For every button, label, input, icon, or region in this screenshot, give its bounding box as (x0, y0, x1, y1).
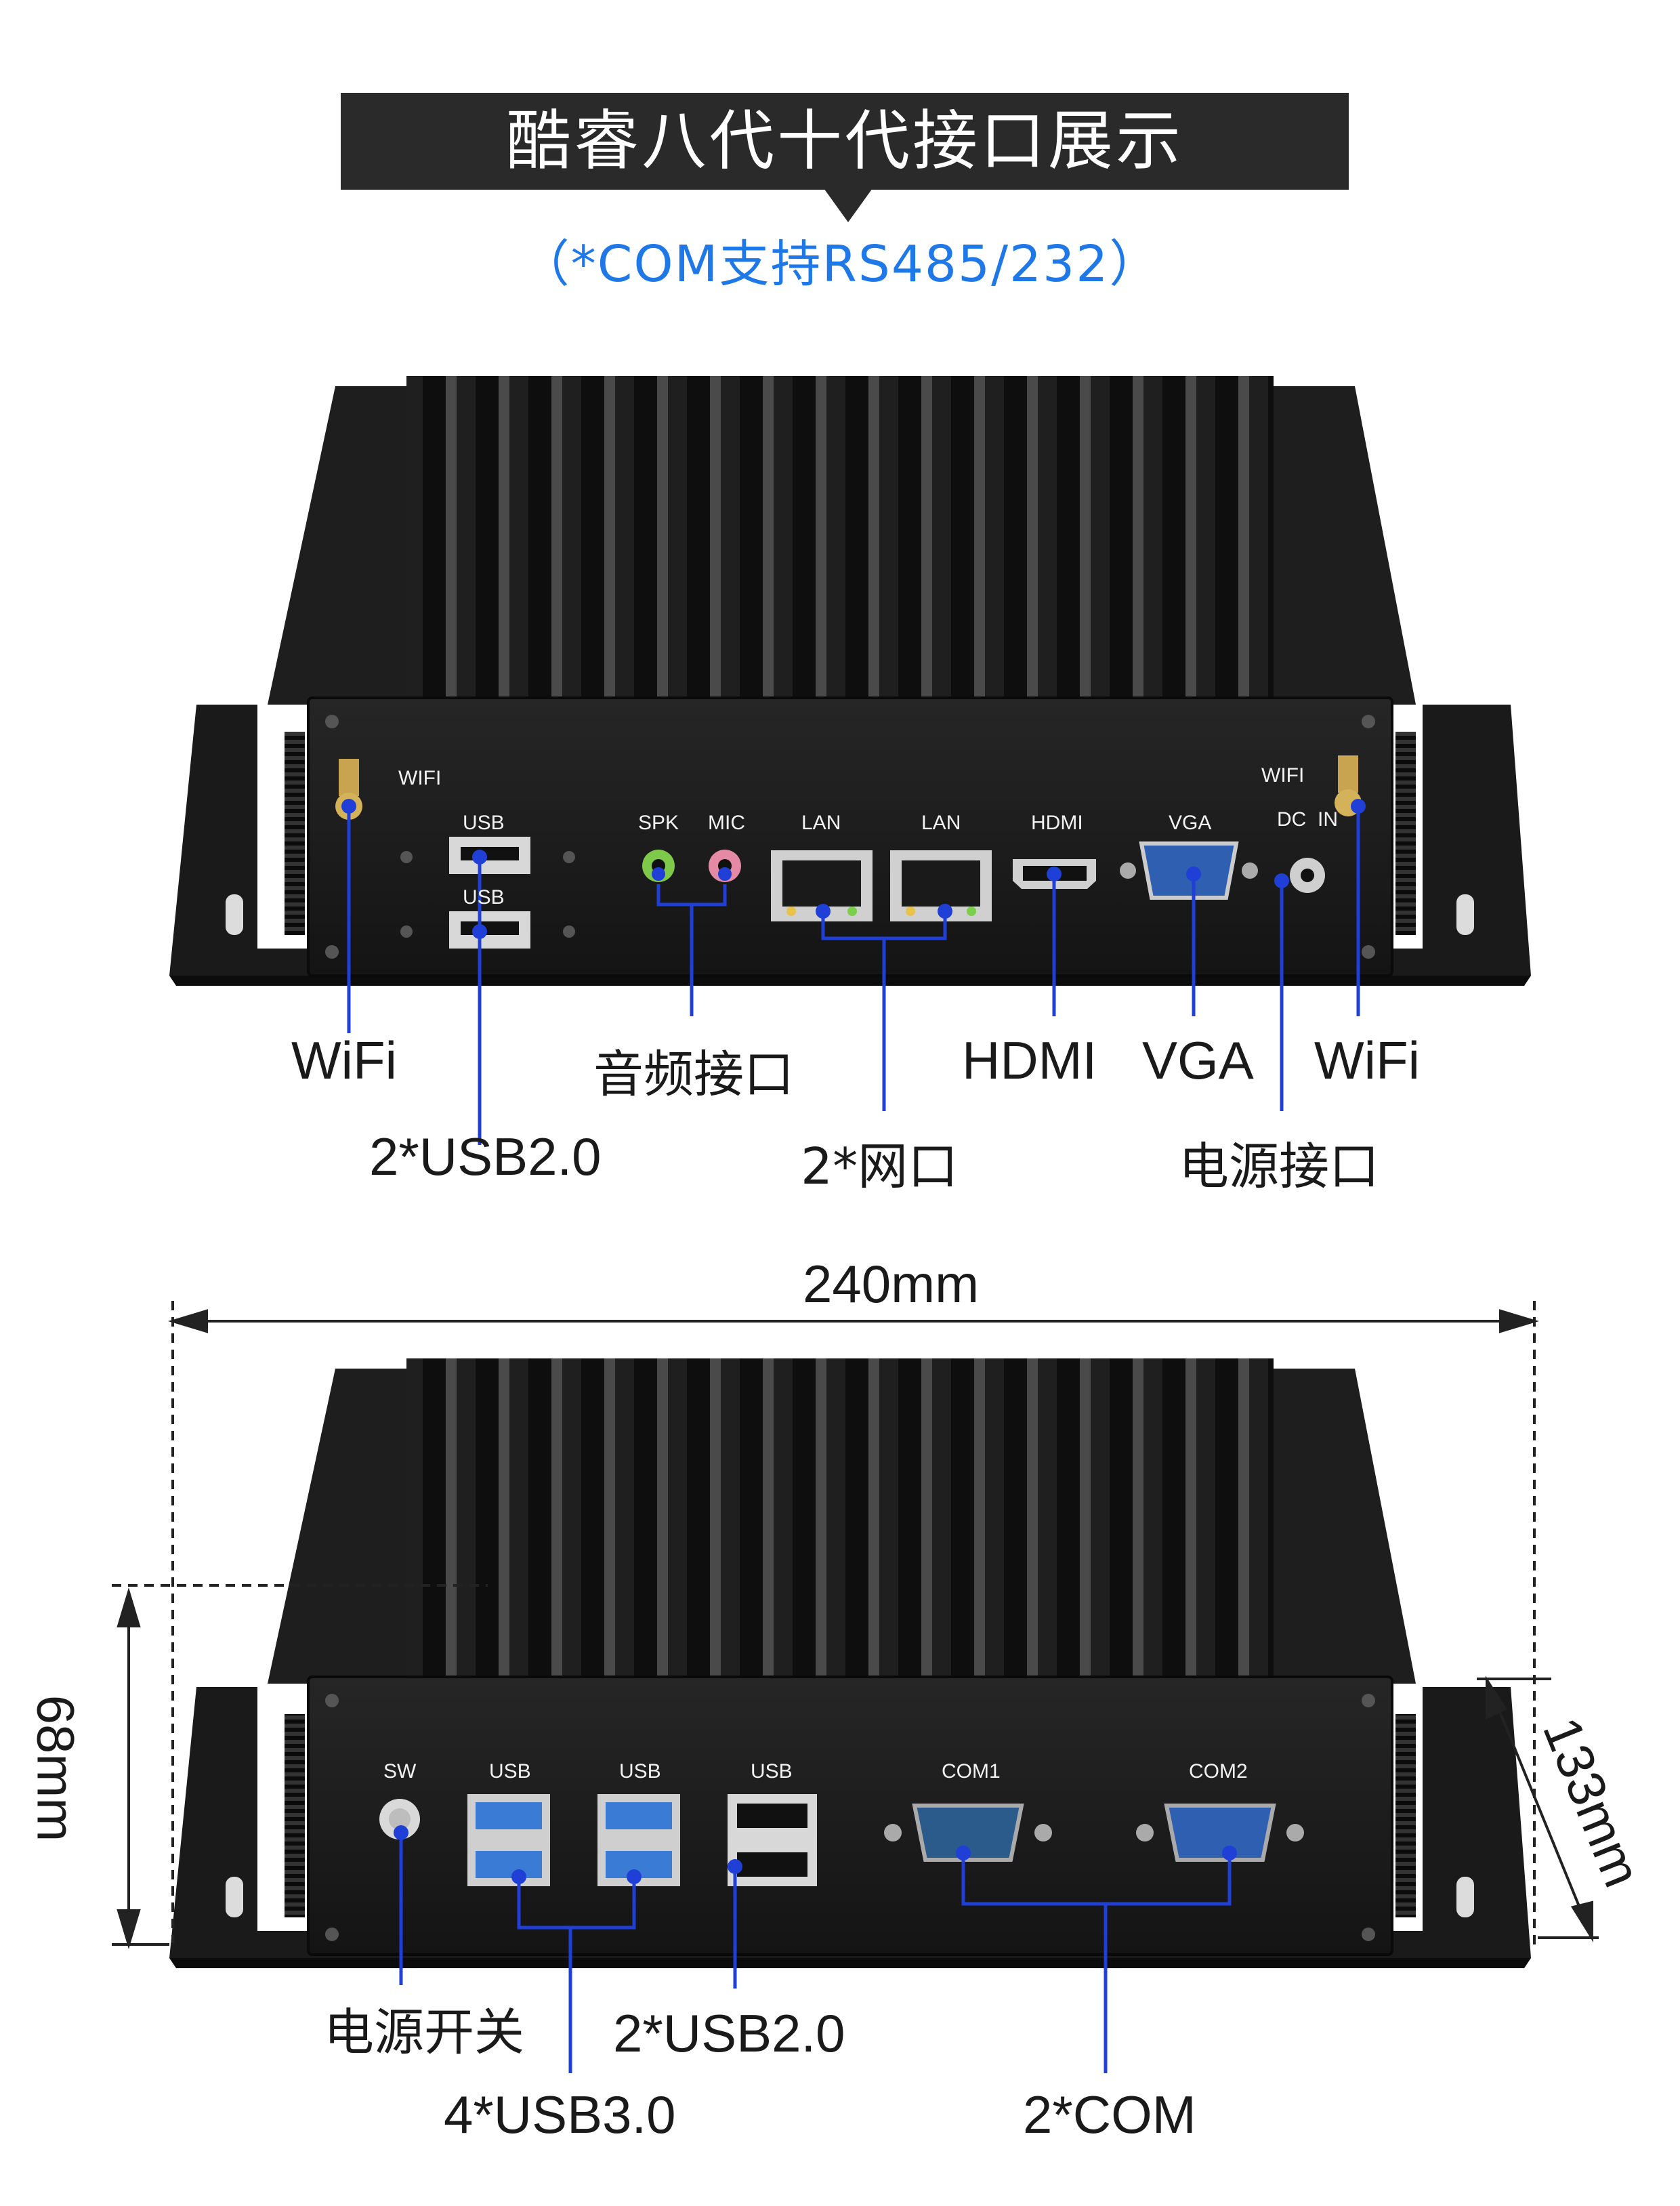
callout-power-switch: 电源开关 (324, 2003, 524, 2062)
port-label-mic: MIC (708, 812, 745, 834)
title-pointer (824, 188, 873, 222)
front-callout-lines (347, 806, 1360, 1145)
port-label-usb-1: USB (489, 1760, 531, 1783)
callout-power-port: 电源接口 (1179, 1138, 1379, 1196)
page-subtitle: （*COM支持RS485/232） (519, 235, 1161, 293)
port-label-lan-2: LAN (921, 812, 961, 834)
port-label-lan-1: LAN (801, 812, 841, 834)
port-label-wifi-left: WIFI (398, 767, 442, 789)
dimension-height: 68mm (26, 1694, 86, 1842)
port-label-vga: VGA (1169, 812, 1212, 834)
callout-com: 2*COM (1023, 2085, 1196, 2144)
port-label-usb-3: USB (751, 1760, 793, 1783)
dimension-width: 240mm (803, 1254, 980, 1314)
callout-audio: 音频接口 (593, 1045, 794, 1104)
callout-usb20-back: 2*USB2.0 (613, 2003, 845, 2063)
port-label-sw: SW (383, 1760, 417, 1783)
callout-lan: 2*网口 (801, 1138, 959, 1196)
front-callout-dots (341, 799, 1366, 939)
port-label-com1: COM1 (942, 1760, 1001, 1783)
back-device (169, 1358, 1531, 1968)
callout-usb30: 4*USB3.0 (444, 2085, 676, 2144)
port-label-usb-bottom: USB (463, 886, 505, 909)
port-label-usb-2: USB (619, 1760, 661, 1783)
port-label-hdmi: HDMI (1031, 812, 1083, 834)
dimension-lines (112, 1301, 1599, 1951)
callout-wifi-right: WiFi (1314, 1031, 1420, 1090)
port-label-spk: SPK (638, 812, 679, 834)
back-callout-lines (399, 1833, 1232, 2073)
port-label-usb-top: USB (463, 812, 505, 834)
port-label-dc-in: DC IN (1277, 808, 1338, 831)
callout-hdmi: HDMI (962, 1031, 1097, 1090)
callout-wifi-left: WiFi (291, 1031, 397, 1090)
back-callout-dots (394, 1825, 1237, 1884)
callout-vga: VGA (1142, 1031, 1254, 1090)
front-device (169, 376, 1531, 986)
port-label-com2: COM2 (1189, 1760, 1248, 1783)
page-title: 酷睿八代十代接口展示 (506, 103, 1183, 179)
title-banner (341, 93, 1349, 190)
callout-usb20-front: 2*USB2.0 (369, 1127, 602, 1186)
port-label-wifi-right: WIFI (1261, 764, 1305, 787)
